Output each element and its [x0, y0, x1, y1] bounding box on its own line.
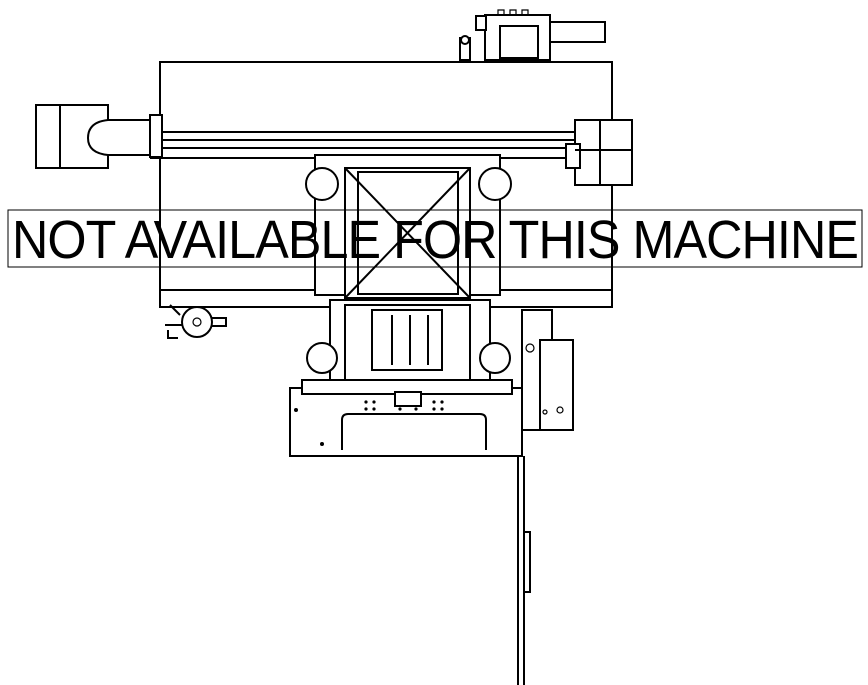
lever-mechanism	[165, 305, 226, 338]
right-end-bracket	[566, 120, 632, 185]
top-connector-assembly	[460, 10, 605, 60]
unavailable-notice: NOT AVAILABLE FOR THIS MACHINE	[8, 210, 862, 270]
upper-carriage	[306, 155, 511, 298]
side-plate	[522, 310, 573, 430]
lower-carriage	[307, 300, 510, 385]
base-plate	[290, 380, 522, 456]
base-plate-holes	[294, 400, 444, 446]
vertical-arm	[518, 456, 530, 685]
left-end-cap	[36, 105, 162, 168]
notice-frame	[8, 210, 862, 267]
notice-text: NOT AVAILABLE FOR THIS MACHINE	[12, 210, 858, 270]
